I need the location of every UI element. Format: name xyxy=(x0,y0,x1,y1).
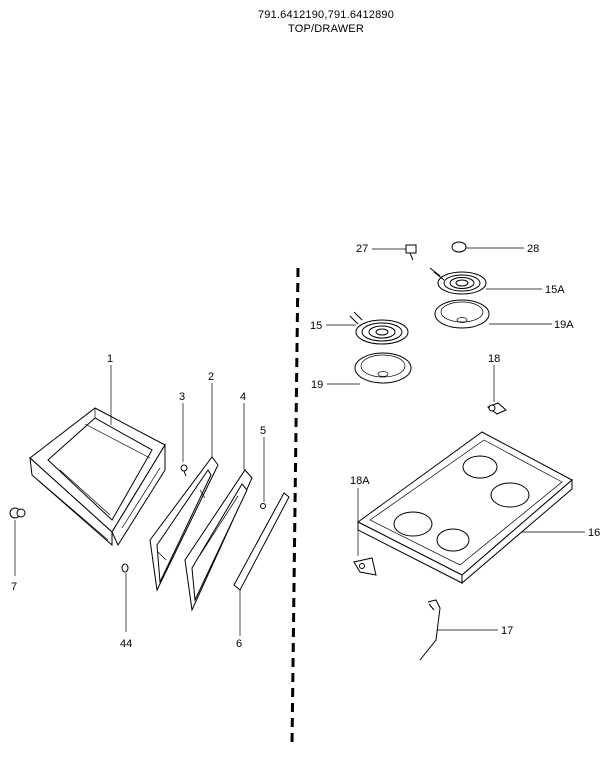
divider-line xyxy=(290,267,300,746)
hinge xyxy=(487,402,507,415)
callout-17: 17 xyxy=(501,625,513,637)
callout-18a: 18A xyxy=(350,475,370,487)
callout-1: 1 xyxy=(107,353,113,365)
callout-3: 3 xyxy=(179,391,185,403)
support-rod xyxy=(419,599,441,661)
callout-28: 28 xyxy=(527,243,539,255)
surface-element-right xyxy=(429,267,487,295)
knob xyxy=(451,241,467,253)
callout-27: 27 xyxy=(356,243,368,255)
callout-2: 2 xyxy=(208,371,214,383)
drawer-box xyxy=(29,407,166,547)
drawer-panel xyxy=(149,456,219,592)
callout-6: 6 xyxy=(236,638,242,650)
fastener xyxy=(121,563,129,573)
drip-pan-right xyxy=(434,299,490,329)
callout-16: 16 xyxy=(588,527,600,539)
callout-44: 44 xyxy=(120,638,132,650)
terminal-block xyxy=(405,244,417,261)
screw xyxy=(180,464,188,477)
trim-strip xyxy=(233,492,290,591)
hinge-bracket xyxy=(353,557,377,576)
surface-element-left xyxy=(349,311,409,345)
clip xyxy=(260,503,266,509)
callout-5: 5 xyxy=(260,425,266,437)
drip-pan-left xyxy=(354,352,412,384)
callout-15a: 15A xyxy=(545,284,565,296)
cooktop xyxy=(357,431,573,585)
section-title: TOP/DRAWER xyxy=(288,23,364,35)
drawer-front xyxy=(184,469,253,612)
callout-19: 19 xyxy=(311,379,323,391)
callout-18: 18 xyxy=(488,353,500,365)
model-numbers: 791.6412190,791.6412890 xyxy=(257,9,395,21)
drawer-glide xyxy=(9,507,26,519)
callout-7: 7 xyxy=(11,581,17,593)
callout-4: 4 xyxy=(240,391,246,403)
callout-19a: 19A xyxy=(554,319,574,331)
callout-15: 15 xyxy=(310,320,322,332)
